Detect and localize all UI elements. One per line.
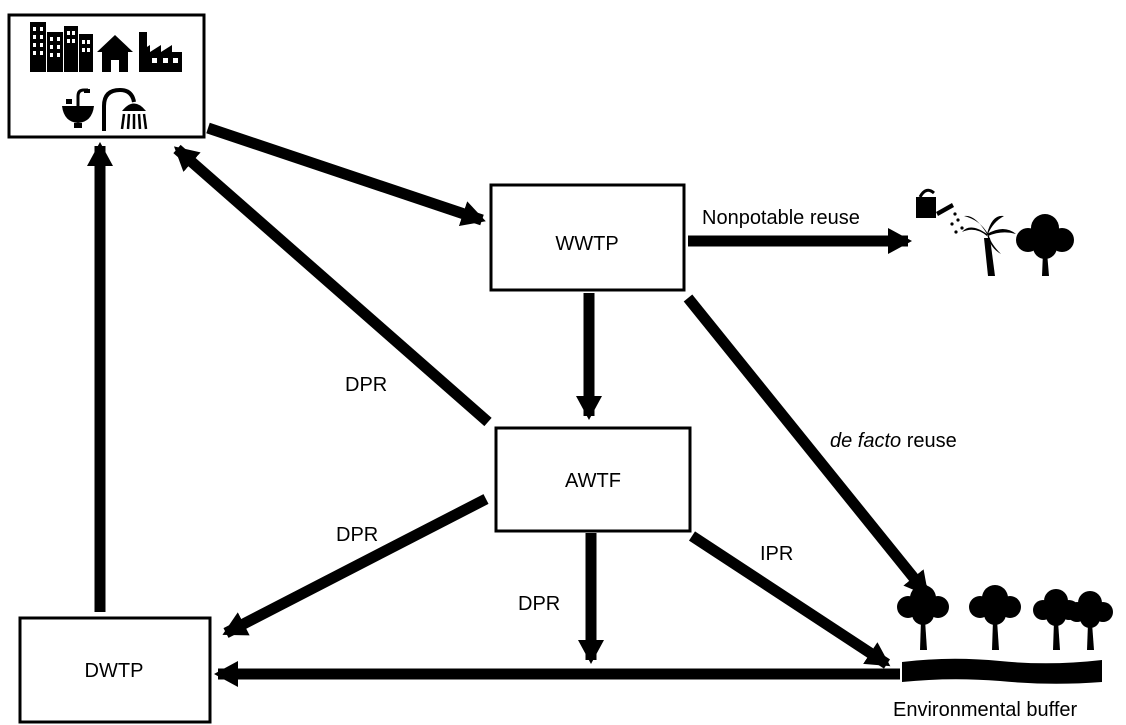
- dwtp-label: DWTP: [85, 660, 144, 682]
- tree-icon: [897, 585, 949, 650]
- buffer-trees: [897, 585, 1113, 650]
- palm-tree-icon: [962, 215, 1016, 276]
- ground-strip: [902, 658, 1102, 684]
- house-icon: [97, 35, 133, 72]
- label-dpr-dwtp: DPR: [336, 524, 378, 546]
- label-de-facto-reuse: de facto reuse: [830, 430, 957, 452]
- dwtp-node: DWTP: [18, 616, 212, 724]
- arrow-community-to-wwtp: [206, 122, 486, 226]
- tree-icon: [1067, 591, 1113, 650]
- awtf-label: AWTF: [565, 470, 621, 492]
- arrows: [87, 122, 931, 687]
- awtf-node: AWTF: [494, 426, 692, 533]
- arrow-awtf-to-dwtp-dpr: [222, 494, 489, 638]
- buildings-icon: [30, 22, 93, 72]
- label-de-facto-rest: reuse: [901, 430, 957, 452]
- arrow-awtf-to-community-dpr: [173, 144, 492, 427]
- wwtp-label: WWTP: [555, 233, 618, 255]
- factory-icon: [139, 32, 182, 72]
- arrow-awtf-to-buffer-ipr: [688, 531, 891, 669]
- community-node: [7, 13, 206, 139]
- tree-icon: [1016, 214, 1074, 276]
- arrow-wwtp-to-buffer-defacto: [683, 294, 931, 597]
- shower-icon: [102, 87, 148, 131]
- wwtp-node: WWTP: [489, 183, 686, 292]
- label-dpr-community: DPR: [345, 374, 387, 396]
- watering-can-icon: [916, 188, 964, 234]
- label-ipr: IPR: [760, 543, 793, 565]
- environmental-buffer-label: Environmental buffer: [893, 699, 1078, 721]
- label-nonpotable-reuse: Nonpotable reuse: [702, 207, 860, 229]
- label-dpr-down: DPR: [518, 593, 560, 615]
- tree-icon: [969, 585, 1021, 650]
- label-de-facto-italic: de facto: [830, 430, 901, 452]
- sink-icon: [62, 88, 94, 128]
